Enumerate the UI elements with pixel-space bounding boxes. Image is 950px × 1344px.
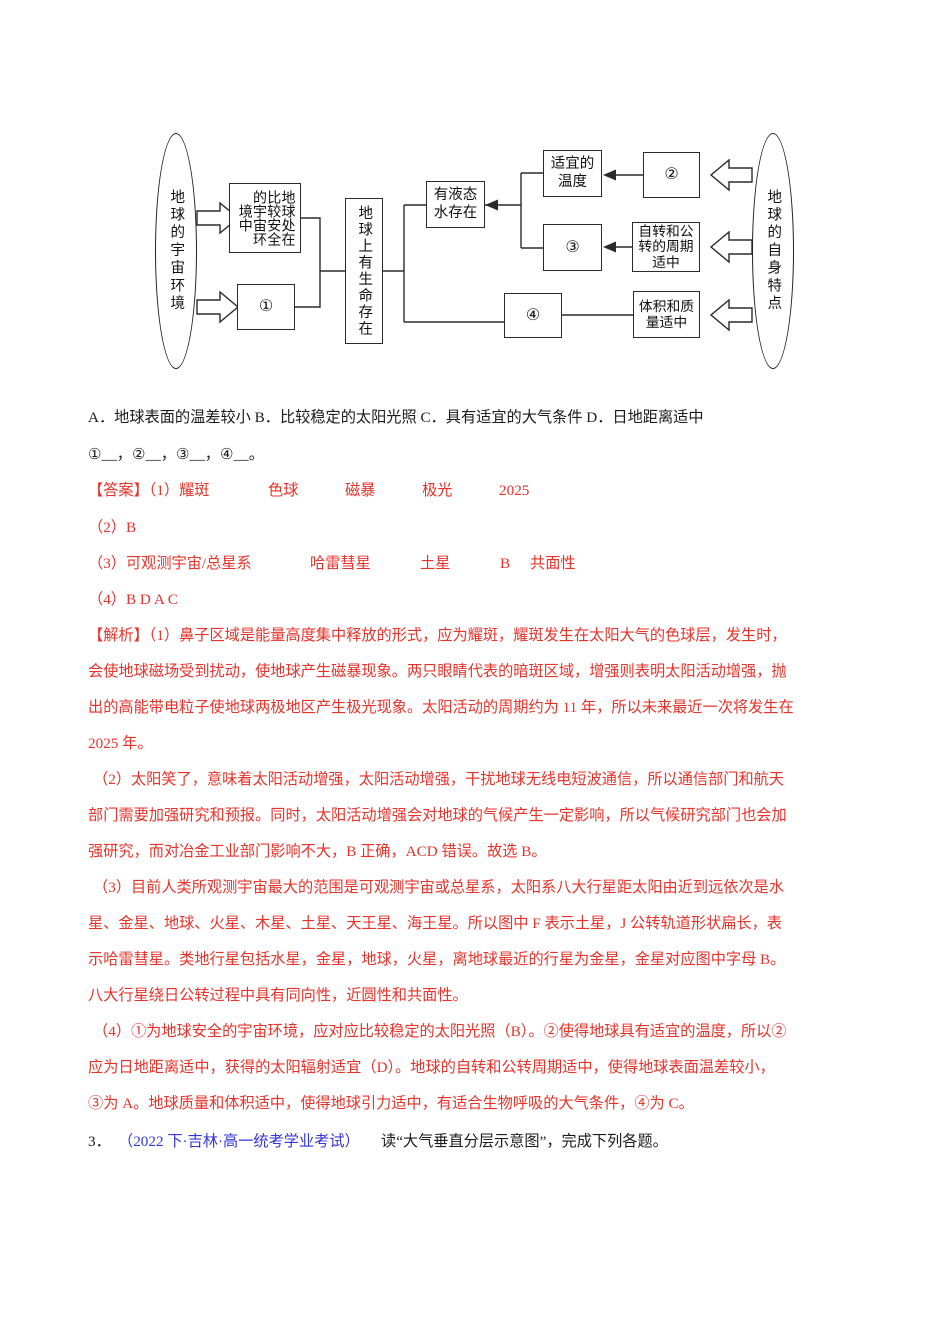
- box-blank-4: ④: [504, 293, 562, 338]
- analysis-p3-line3: 示哈雷彗星。类地行星包括水星，金星，地球，火星，离地球最近的行星为金星，金星对应…: [88, 951, 786, 968]
- answer-line-3-3: 土星: [420, 555, 451, 572]
- analysis-p4-line1: （4）①为地球安全的宇宙环境，应对应比较稳定的太阳光照（B）。②使得地球具有适宜…: [93, 1023, 787, 1040]
- analysis-p2-line2: 部门需要加强研究和预报。同时，太阳活动增强会对地球的气候产生一定影响，所以气候研…: [88, 807, 787, 824]
- box-blank-2-label: ②: [664, 166, 679, 184]
- box-safe-cosmic-environment: 地球处在比较安全的宇宙环境中: [229, 183, 301, 253]
- box-liquid-water-exists-label: 有液态水存在: [433, 187, 478, 221]
- analysis-p3-line4: 八大行星绕日公转过程中具有同向性，近圆性和共面性。: [88, 987, 468, 1004]
- ellipse-earth-own-features: 地球的自身特点: [752, 133, 794, 369]
- box-rotation-revolution-period: 自转和公转的周期适中: [632, 222, 700, 272]
- box-blank-3-label: ③: [565, 238, 580, 256]
- box-suitable-temperature-label: 适宜的温度: [550, 156, 595, 190]
- answer-label-1: 【答案】（1）耀斑: [88, 482, 210, 499]
- box-volume-and-mass-label: 体积和质量适中: [638, 298, 695, 330]
- analysis-p2-line1: （2）太阳笑了，意味着太阳活动增强，太阳活动增强，干扰地球无线电短波通信，所以通…: [93, 771, 785, 788]
- analysis-p1-line2: 会使地球磁场受到扰动，使地球产生磁暴现象。两只眼睛代表的暗斑区域，增强则表明太阳…: [88, 663, 787, 680]
- analysis-p3-line2: 星、金星、地球、火星、木星、土星、天王星、海王星。所以图中 F 表示土星，J 公…: [88, 915, 782, 932]
- ellipse-earth-cosmic-environment: 地球的宇宙环境: [155, 133, 197, 369]
- box-blank-3: ③: [543, 224, 602, 271]
- analysis-p3-line1: （3）目前人类所观测宇宙最大的范围是可观测宇宙或总星系，太阳系八大行星距太阳由近…: [93, 879, 785, 896]
- blanks-line: ①__，②__，③__，④__。: [88, 446, 264, 463]
- answer-line-4: （4）B D A C: [88, 591, 178, 608]
- box-safe-cosmic-environment-label: 地球处在比较安全的宇宙环境中: [236, 190, 295, 246]
- ellipse-left-label: 地球的宇宙环境: [168, 189, 185, 313]
- answer-1-2: 色球: [268, 482, 299, 499]
- box-blank-1-label: ①: [258, 298, 274, 316]
- box-liquid-water-exists: 有液态水存在: [426, 181, 485, 228]
- question-3-number: 3．: [88, 1133, 111, 1150]
- ellipse-right-label: 地球的自身特点: [765, 189, 782, 313]
- answer-line-3-label: （3）可观测宇宙/总星系: [88, 555, 252, 572]
- analysis-p2-line3: 强研究，而对冶金工业部门影响不大，B 正确，ACD 错误。故选 B。: [88, 843, 547, 860]
- box-life-exists-on-earth-label: 地球上有生命存在: [356, 205, 373, 337]
- flow-diagram: 地球的宇宙环境 地球的自身特点 地球处在比较安全的宇宙环境中 ① 地球上有生命存…: [0, 0, 950, 385]
- answer-1-5: 2025: [499, 482, 530, 499]
- question-3-source: （2022 下·吉林·高一统考学业考试）: [118, 1133, 360, 1150]
- analysis-p1-line3: 出的高能带电粒子使地球两极地区产生极光现象。太阳活动的周期约为 11 年，所以未…: [88, 699, 794, 716]
- analysis-p1-line4: 2025 年。: [88, 735, 153, 752]
- diagram-connectors: [196, 158, 753, 332]
- box-rotation-revolution-period-label: 自转和公转的周期适中: [638, 224, 694, 270]
- answer-line-3-4: B: [500, 555, 511, 572]
- answer-1-3: 磁暴: [345, 482, 376, 499]
- question-3-text: 读“大气垂直分层示意图”，完成下列各题。: [381, 1133, 668, 1150]
- answer-1-4: 极光: [422, 482, 453, 499]
- box-volume-and-mass: 体积和质量适中: [633, 291, 700, 338]
- answer-line-3-5: 共面性: [530, 555, 576, 572]
- box-blank-4-label: ④: [525, 306, 541, 324]
- analysis-p4-line2: 应为日地距离适中，获得的太阳辐射适宜（D）。地球的自转和公转周期适中，使得地球表…: [88, 1059, 775, 1076]
- box-blank-1: ①: [237, 284, 295, 330]
- box-life-exists-on-earth: 地球上有生命存在: [345, 198, 383, 344]
- options-line: A．地球表面的温差较小 B．比较稳定的太阳光照 C．具有适宜的大气条件 D．日地…: [88, 409, 704, 426]
- answer-line-3-2: 哈雷彗星: [310, 555, 371, 572]
- answer-line-2: （2）B: [88, 519, 137, 536]
- box-blank-2: ②: [643, 152, 700, 198]
- box-suitable-temperature: 适宜的温度: [543, 150, 602, 197]
- analysis-p1-line1: 【解析】（1）鼻子区域是能量高度集中释放的形式，应为耀斑，耀斑发生在太阳大气的色…: [88, 627, 787, 644]
- analysis-p4-line3: ③为 A。地球质量和体积适中，使得地球引力适中，有适合生物呼吸的大气条件，④为 …: [88, 1095, 694, 1112]
